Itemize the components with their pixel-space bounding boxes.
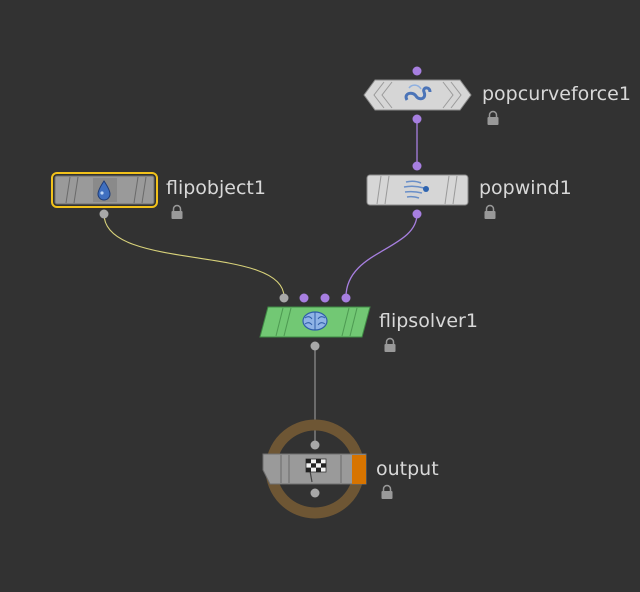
lock-icon	[484, 204, 496, 219]
wire-popwind-to-flipsolver[interactable]	[345, 213, 418, 298]
output-port[interactable]	[99, 209, 109, 219]
lock-icon	[171, 204, 183, 219]
output-port[interactable]	[412, 209, 422, 219]
output-flag	[352, 455, 366, 484]
wind-icon	[403, 180, 429, 199]
input-port-post-solve[interactable]	[320, 293, 330, 303]
node-flipsolver1[interactable]	[259, 293, 396, 353]
node-name-flipobject1[interactable]: flipobject1	[166, 177, 266, 199]
output-port[interactable]	[412, 114, 422, 124]
node-name-output[interactable]: output	[376, 458, 439, 480]
input-port-pre-solve[interactable]	[299, 293, 309, 303]
node-popcurveforce1[interactable]	[363, 66, 499, 126]
water-drop-icon	[97, 180, 111, 201]
node-body[interactable]	[366, 174, 469, 206]
output-port[interactable]	[310, 488, 320, 498]
node-flipobject1[interactable]	[51, 172, 183, 219]
input-port-object[interactable]	[279, 293, 289, 303]
curve-force-icon	[404, 84, 432, 101]
lock-icon	[381, 484, 393, 499]
input-port[interactable]	[310, 440, 320, 450]
input-port[interactable]	[412, 161, 422, 171]
brain-icon	[302, 311, 328, 331]
node-body[interactable]	[363, 79, 472, 111]
wires	[103, 119, 418, 444]
input-port-volume[interactable]	[341, 293, 351, 303]
node-popwind1[interactable]	[366, 161, 496, 220]
lock-icon	[384, 337, 396, 352]
selection-outline	[51, 172, 158, 208]
lock-icon	[487, 110, 499, 125]
checkered-flag-icon	[305, 458, 327, 483]
node-output[interactable]	[262, 419, 393, 519]
node-name-popwind1[interactable]: popwind1	[479, 177, 572, 199]
wire-flipobject-to-flipsolver[interactable]	[103, 213, 285, 298]
input-port[interactable]	[412, 66, 422, 76]
output-port[interactable]	[310, 341, 320, 351]
node-name-flipsolver1[interactable]: flipsolver1	[379, 310, 478, 332]
node-name-popcurveforce1[interactable]: popcurveforce1	[482, 83, 631, 105]
